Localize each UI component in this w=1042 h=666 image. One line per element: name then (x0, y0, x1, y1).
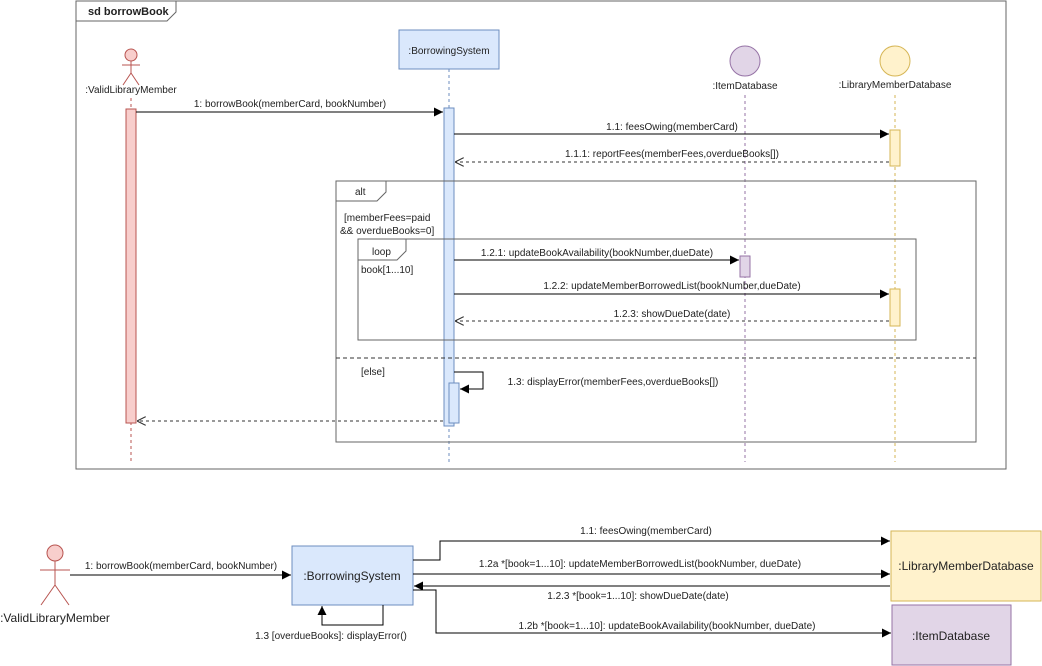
message-label: 1.2.1: updateBookAvailability(bookNumber… (481, 248, 713, 259)
alt-else-guard: [else] (361, 367, 385, 378)
participant-label-member-db: :LibraryMemberDatabase (839, 80, 952, 91)
comm-object-library-member-database[interactable]: :LibraryMemberDatabase (890, 530, 1042, 602)
activation-member-db-2 (889, 288, 901, 327)
message-label: 1: borrowBook(memberCard, bookNumber) (85, 561, 277, 572)
entity-icon (879, 45, 911, 77)
loop-guard: book[1...10] (361, 265, 413, 276)
activation-system-self (448, 382, 460, 424)
message-label: 1.3: displayError(memberFees,overdueBook… (508, 377, 719, 388)
participant-label-system: :BorrowingSystem (408, 46, 489, 57)
message-1-3-self[interactable]: 1.3: displayError(memberFees,overdueBook… (454, 371, 719, 394)
comm-label-member: :ValidLibraryMember (0, 611, 110, 625)
comm-object-borrowing-system[interactable]: :BorrowingSystem (291, 545, 414, 606)
activation-system (443, 107, 455, 427)
message-1[interactable]: 1: borrowBook(memberCard, bookNumber) (136, 99, 443, 117)
comm-object-item-database[interactable]: :ItemDatabase (891, 604, 1012, 666)
comm-label-member-db: :LibraryMemberDatabase (898, 559, 1034, 573)
message-label: 1.1.1: reportFees(memberFees,overdueBook… (565, 149, 779, 160)
alt-fragment: alt [memberFees=paid && overdueBooks=0] … (335, 180, 977, 443)
participant-label-member: :ValidLibraryMember (85, 85, 177, 96)
message-1-2-2[interactable]: 1.2.2: updateMemberBorrowedList(bookNumb… (454, 281, 889, 299)
comm-message-1-3-self[interactable]: 1.3 [overdueBooks]: displayError() (255, 605, 407, 642)
entity-icon (729, 45, 761, 77)
message-label: 1.2.3: showDueDate(date) (614, 309, 731, 320)
alt-guard-line1: [memberFees=paid (344, 213, 430, 224)
message-1-2-1[interactable]: 1.2.1: updateBookAvailability(bookNumber… (454, 248, 739, 265)
message-label: 1.3 [overdueBooks]: displayError() (255, 631, 407, 642)
activation-member (125, 108, 137, 424)
message-label: 1.2.3 *[book=1...10]: showDueDate(date) (547, 591, 729, 602)
activation-member-db-1 (889, 129, 901, 167)
participant-item-database[interactable]: :ItemDatabase (712, 45, 778, 92)
sequence-frame: sd borrowBook (75, 0, 1007, 470)
participant-label-item-db: :ItemDatabase (712, 81, 777, 92)
alt-label: alt (355, 187, 366, 198)
message-label: 1.2a *[book=1...10]: updateMemberBorrowe… (479, 559, 801, 570)
loop-label: loop (372, 247, 391, 258)
frame-title: sd borrowBook (88, 6, 170, 18)
actor-valid-library-member[interactable]: :ValidLibraryMember (85, 48, 177, 96)
alt-guard-line2: && overdueBooks=0] (340, 226, 434, 237)
comm-label-item-db: :ItemDatabase (912, 629, 990, 643)
comm-message-1-2b[interactable]: 1.2b *[book=1...10]: updateBookAvailabil… (413, 589, 891, 638)
message-1-1[interactable]: 1.1: feesOwing(memberCard) (454, 122, 889, 139)
message-label: 1.1: feesOwing(memberCard) (606, 122, 738, 133)
actor-icon (46, 544, 64, 562)
activation-item-db (739, 255, 751, 278)
comm-label-system: :BorrowingSystem (303, 569, 400, 583)
comm-actor-valid-library-member[interactable]: :ValidLibraryMember (0, 544, 110, 625)
participant-library-member-database[interactable]: :LibraryMemberDatabase (839, 45, 952, 91)
message-label: 1: borrowBook(memberCard, bookNumber) (194, 99, 386, 110)
message-label: 1.2b *[book=1...10]: updateBookAvailabil… (519, 621, 816, 632)
loop-fragment: loop book[1...10] (357, 238, 917, 341)
message-1-1-1[interactable]: 1.1.1: reportFees(memberFees,overdueBook… (455, 149, 889, 162)
comm-message-1[interactable]: 1: borrowBook(memberCard, bookNumber) (70, 561, 291, 580)
message-label: 1.1: feesOwing(memberCard) (580, 526, 712, 537)
actor-icon (124, 48, 138, 62)
participant-borrowing-system[interactable]: :BorrowingSystem (398, 29, 500, 70)
comm-message-1-2a[interactable]: 1.2a *[book=1...10]: updateMemberBorrowe… (413, 559, 890, 579)
message-1-2-3[interactable]: 1.2.3: showDueDate(date) (455, 309, 889, 321)
message-label: 1.2.2: updateMemberBorrowedList(bookNumb… (543, 281, 800, 292)
comm-message-1-1[interactable]: 1.1: feesOwing(memberCard) (413, 526, 890, 561)
comm-message-1-2-3[interactable]: 1.2.3 *[book=1...10]: showDueDate(date) (414, 581, 890, 602)
